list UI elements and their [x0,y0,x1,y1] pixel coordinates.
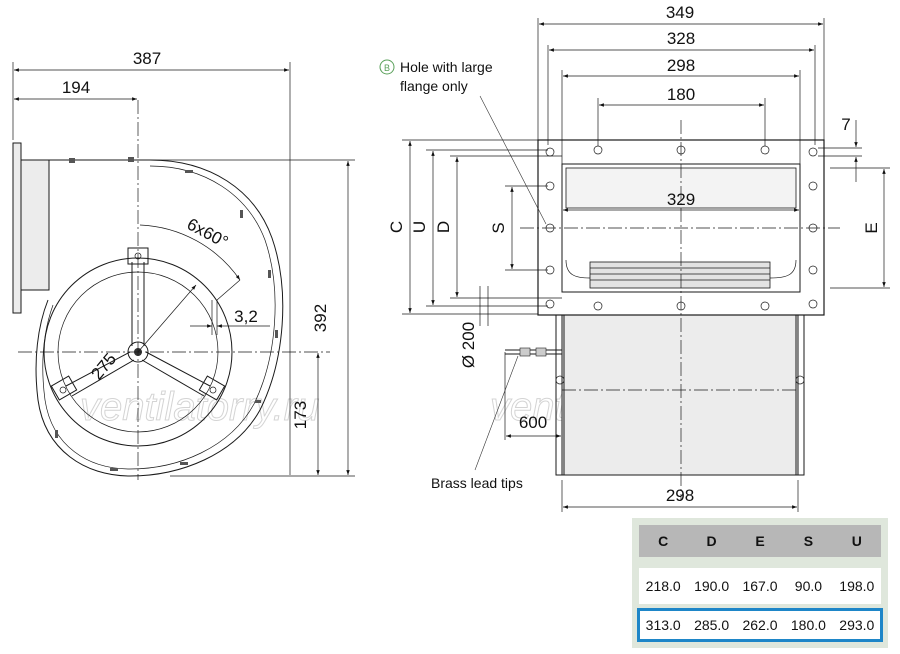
dim-letter-u: U [410,221,429,233]
dim-3-2: 3,2 [234,307,258,326]
dim-275: 275 [87,349,120,383]
watermark-left: ventilatorry.ru [80,385,319,429]
dim-329: 329 [667,190,695,209]
table-cell: 180.0 [790,617,826,633]
note-b-letter: B [384,63,390,73]
table-cell: 262.0 [742,617,778,633]
table-cell: 198.0 [839,578,875,594]
right-view-dimensions [402,18,890,512]
dim-letter-c: C [387,221,406,233]
table-cell: 90.0 [794,578,823,594]
table-header-e: E [755,533,765,549]
dim-7: 7 [841,115,850,134]
table-header-s: S [803,533,814,549]
dim-349: 349 [666,3,694,22]
dim-298-bottom: 298 [666,486,694,505]
table-header-u: U [851,533,862,549]
dim-194: 194 [62,78,90,97]
table-header-c: C [658,533,669,549]
dim-letter-d: D [434,221,453,233]
dim-392: 392 [311,304,330,332]
dim-dia-200: Ø 200 [459,322,478,368]
note-b-marker [379,59,395,75]
right-view-fan [505,120,840,500]
table-header-row: C D E S U [639,525,881,557]
table-row-highlighted: 313.0 285.0 262.0 180.0 293.0 [637,608,883,642]
dim-328: 328 [667,29,695,48]
dim-letter-s: S [489,222,508,233]
table-cell: 293.0 [839,617,875,633]
left-view-fan-housing [12,100,330,480]
note-hole-line2: flange only [400,78,468,94]
table-cell: 313.0 [645,617,681,633]
table-row: 218.0 190.0 167.0 90.0 198.0 [639,568,881,604]
dim-180: 180 [667,85,695,104]
dim-letter-e: E [862,222,881,233]
table-cell: 285.0 [694,617,730,633]
dim-298-top: 298 [667,56,695,75]
dim-6x60: 6x60° [184,215,231,252]
table-header-d: D [706,533,717,549]
left-view-dimensions [12,62,355,477]
dim-387: 387 [133,49,161,68]
dim-600: 600 [519,413,547,432]
table-cell: 190.0 [694,578,730,594]
dim-173: 173 [291,401,310,429]
dimension-table: C D E S U 218.0 190.0 167.0 90.0 198.0 3… [632,518,888,648]
table-cell: 218.0 [645,578,681,594]
note-brass-lead-tips: Brass lead tips [431,475,523,491]
note-hole-line1: Hole with large [400,59,493,75]
table-cell: 167.0 [742,578,778,594]
